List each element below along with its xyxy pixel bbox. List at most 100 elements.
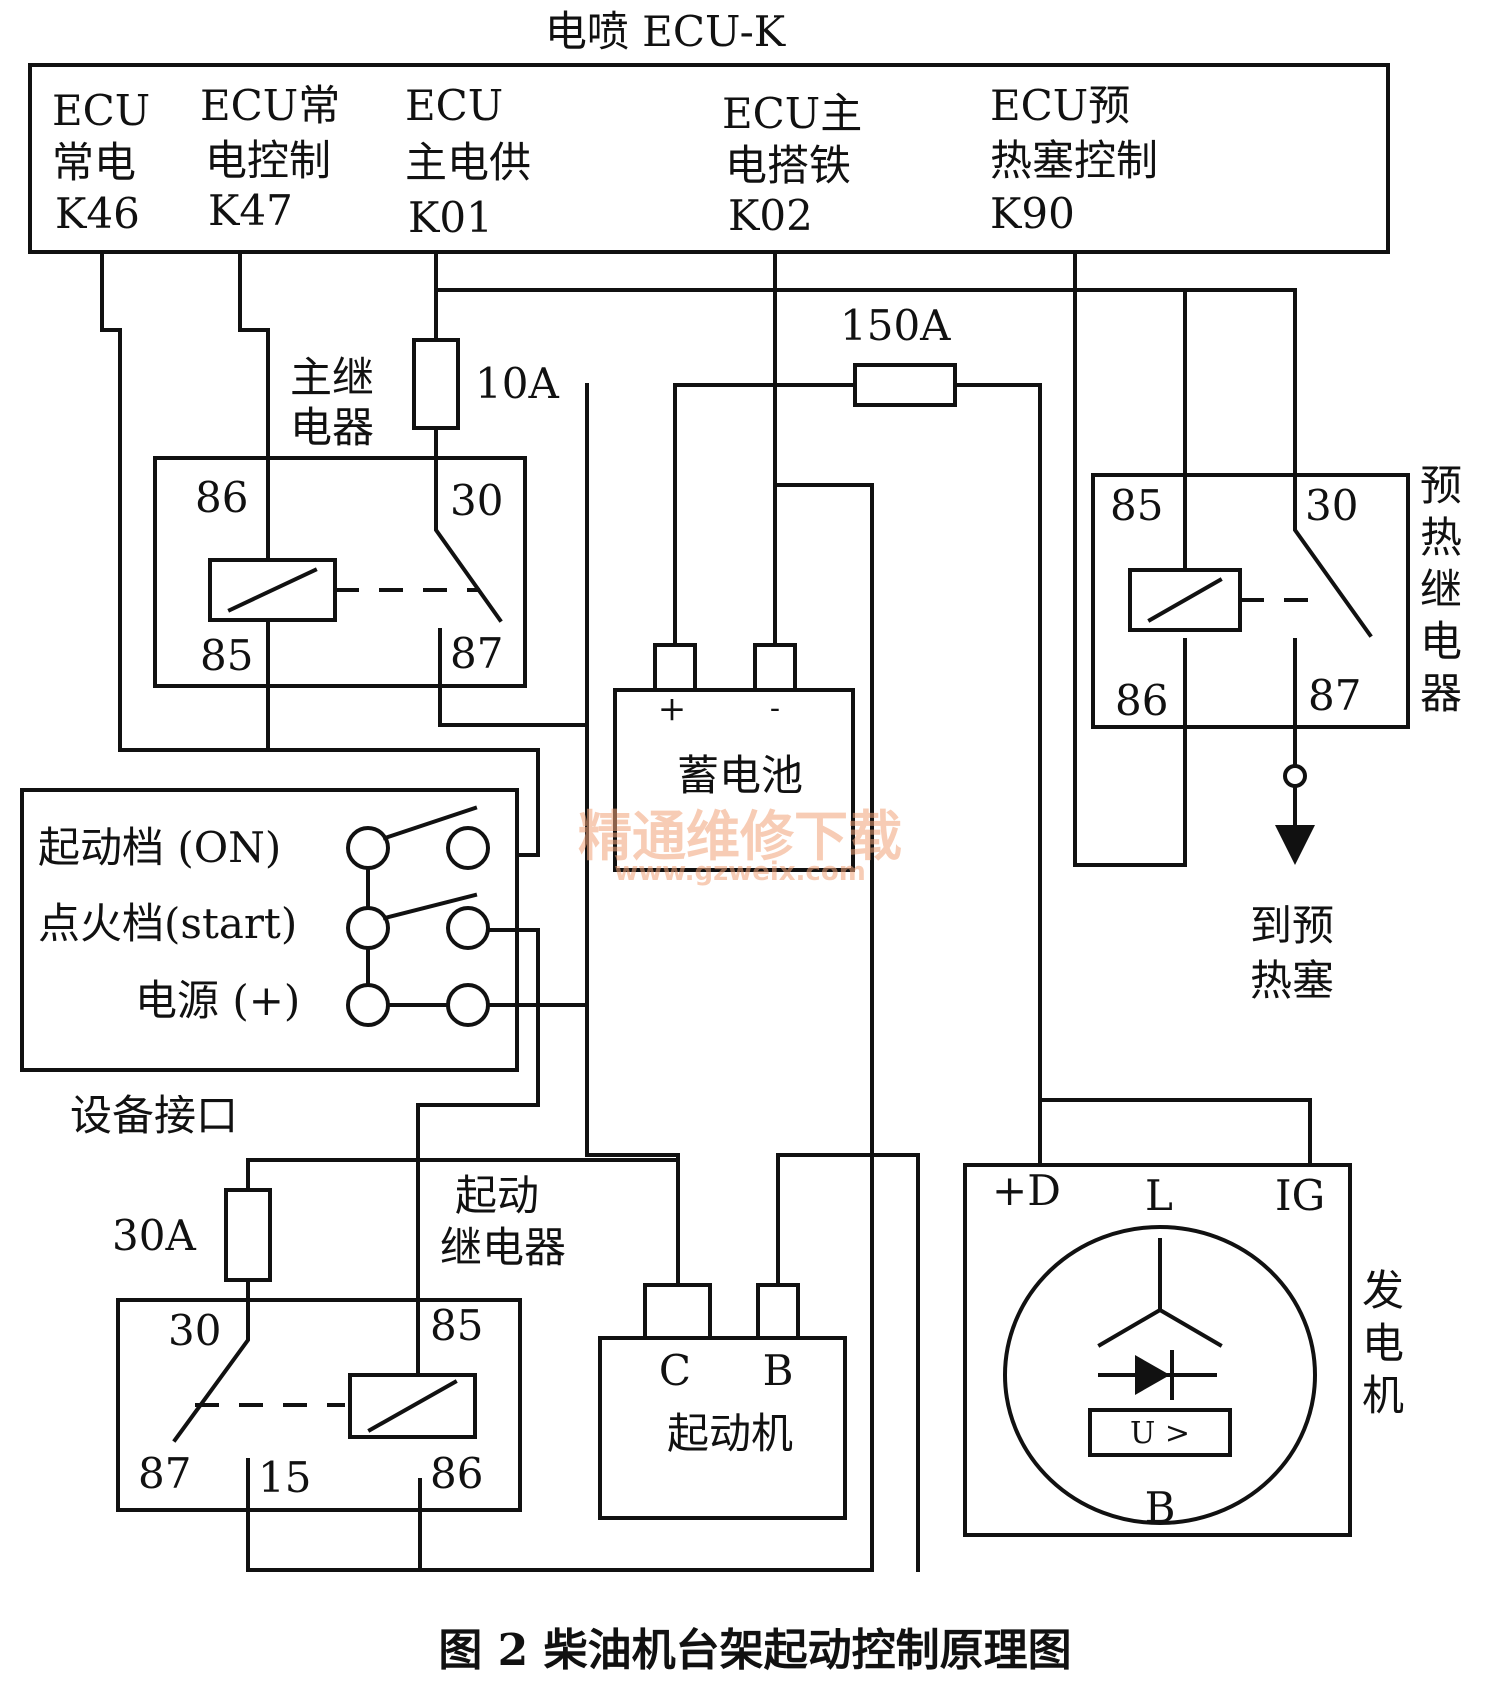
generator: +D L IG U > B 发 电 机 — [963, 1163, 1417, 1537]
main-relay-label-line1: 主继 — [290, 353, 374, 402]
preheat-relay: 85 30 86 87 预 热 继 电 器 到预 热塞 — [1091, 461, 1475, 1005]
generator-label-c1: 发 — [1362, 1266, 1404, 1315]
generator-term-l: L — [1145, 1171, 1173, 1220]
wire-bus-top — [434, 288, 1297, 482]
start-relay-label: 起动 继电器 — [440, 1171, 566, 1272]
ecu-pin-name-line1: ECU — [405, 81, 503, 130]
ecu-pin-name-line1: ECU主 — [722, 89, 862, 138]
generator-box — [963, 1163, 1352, 1537]
ecu-pin-code: K46 — [55, 189, 140, 238]
switch-power-left-terminal — [346, 983, 390, 1027]
fuse-150a-label: 150A — [840, 301, 951, 350]
fuse-150a-body — [853, 363, 957, 407]
fuse-10a-label: 10A — [475, 359, 559, 408]
preheat-relay-label: 预 热 继 电 器 — [1420, 461, 1475, 718]
battery-label: 蓄电池 — [677, 751, 803, 800]
main-relay-coil-slash — [227, 567, 318, 613]
start-relay-pin-15: 15 — [258, 1453, 311, 1502]
ecu-pin-name: ECU 常电 — [52, 86, 164, 187]
battery-body — [613, 688, 855, 872]
ecu-pin-k01: ECU 主电供 K01 — [405, 81, 531, 242]
main-relay-pin-86: 86 — [195, 473, 248, 522]
diagram-title: 电喷 ECU-K — [545, 7, 787, 56]
main-relay-pin-30: 30 — [450, 476, 503, 525]
switch-label: 设备接口 — [70, 1091, 238, 1140]
switch-start-right-terminal — [446, 906, 490, 950]
main-relay-contact — [434, 503, 503, 623]
preheat-relay-label-c1: 预 — [1420, 461, 1462, 510]
ecu-pin-name: ECU 主电供 — [405, 81, 531, 187]
battery-minus-post — [753, 643, 797, 692]
generator-term-ig: IG — [1275, 1171, 1325, 1220]
regulator-label: U > — [1130, 1416, 1190, 1451]
ecu-pin-code: K90 — [990, 189, 1075, 238]
regulator-box — [1088, 1408, 1232, 1457]
ecu-pin-name-line2: 主电供 — [405, 138, 531, 187]
watermark: 精通维修下载 www.gzweix.com — [578, 805, 902, 887]
ecu-pin-name: ECU主 电搭铁 — [722, 89, 876, 190]
watermark-url: www.gzweix.com — [614, 857, 866, 887]
generator-label-c3: 机 — [1362, 1371, 1404, 1420]
preheat-relay-pin-87: 87 — [1308, 671, 1361, 720]
starter-term-b: B — [763, 1346, 794, 1395]
wire-start-15 — [246, 1458, 422, 1572]
wire-k47 — [238, 250, 270, 752]
wire-plus-bus — [585, 383, 680, 1287]
ecu-pin-k47: ECU常 电控制 K47 — [200, 81, 340, 235]
wires — [100, 250, 1312, 1572]
start-relay-pin-85: 85 — [430, 1301, 483, 1350]
ecu-pin-k46: ECU 常电 K46 — [52, 86, 164, 238]
ecu-pin-name-line2: 常电 — [52, 138, 136, 187]
preheat-relay-label-c3: 继 — [1420, 565, 1462, 614]
ecu-pin-k02: ECU主 电搭铁 K02 — [722, 89, 876, 240]
wire-starter-b — [776, 1153, 920, 1572]
main-relay-box — [153, 456, 527, 688]
arrow-down-icon — [1275, 825, 1315, 865]
battery-minus-sign: - — [770, 691, 780, 726]
battery-plus-post — [653, 643, 697, 692]
wire-ground — [418, 483, 874, 1572]
ecu-box — [28, 63, 1390, 254]
starter-body — [598, 1336, 847, 1520]
ecu-pin-code: K01 — [408, 193, 493, 242]
ecu-pin-name: ECU预 热塞控制 — [990, 81, 1158, 185]
switch-pos-on: 起动档 (ON) — [38, 823, 281, 872]
generator-label: 发 电 机 — [1362, 1266, 1417, 1420]
ignition-switch: 起动档 (ON) 点火档(start) 电源 (+) 设备接口 — [20, 788, 519, 1140]
ecu-pin-name-line1: ECU — [52, 86, 150, 135]
start-relay-coil-slash — [367, 1379, 458, 1433]
wire-batt-plus — [673, 383, 857, 652]
preheat-relay-contact — [1293, 478, 1373, 638]
preheat-relay-box — [1091, 473, 1410, 729]
wire-k46 — [100, 250, 540, 857]
starter-motor: C B 起动机 — [598, 1283, 847, 1520]
switch-pos-start: 点火档(start) — [38, 899, 297, 948]
ecu-pin-name-line1: ECU预 — [990, 81, 1130, 130]
switch-start-lever — [382, 892, 478, 921]
start-relay-pin-30: 30 — [168, 1306, 221, 1355]
switch-on-left-terminal — [346, 826, 390, 870]
fuse-10a-body — [412, 338, 460, 430]
preheat-relay-label-c2: 热 — [1420, 513, 1462, 562]
switch-on-right-terminal — [446, 826, 490, 870]
main-relay: 主继 电器 86 30 85 87 — [153, 353, 527, 707]
main-relay-pin-87: 87 — [450, 629, 503, 678]
ecu-pin-name-line2: 热塞控制 — [990, 136, 1158, 185]
starter-c-post — [643, 1283, 712, 1342]
ecu-pin-code: K02 — [728, 191, 813, 240]
ecu-pin-name-line2: 电搭铁 — [725, 141, 851, 190]
preheat-to-plug-line1: 到预 — [1250, 901, 1334, 950]
generator-term-b: B — [1145, 1483, 1176, 1532]
starter-b-post — [756, 1283, 800, 1342]
wire-k90 — [1073, 250, 1187, 867]
ecu-pin-code: K47 — [208, 186, 293, 235]
preheat-output-terminal — [1283, 764, 1307, 788]
generator-term-d: +D — [992, 1166, 1061, 1215]
preheat-relay-pin-85: 85 — [1110, 481, 1163, 530]
fuse-150a: 150A — [840, 301, 957, 407]
start-relay-label-line1: 起动 — [455, 1171, 539, 1220]
switch-power-right-terminal — [446, 983, 490, 1027]
generator-star-right — [1157, 1307, 1223, 1348]
watermark-text: 精通维修下载 — [578, 805, 902, 868]
